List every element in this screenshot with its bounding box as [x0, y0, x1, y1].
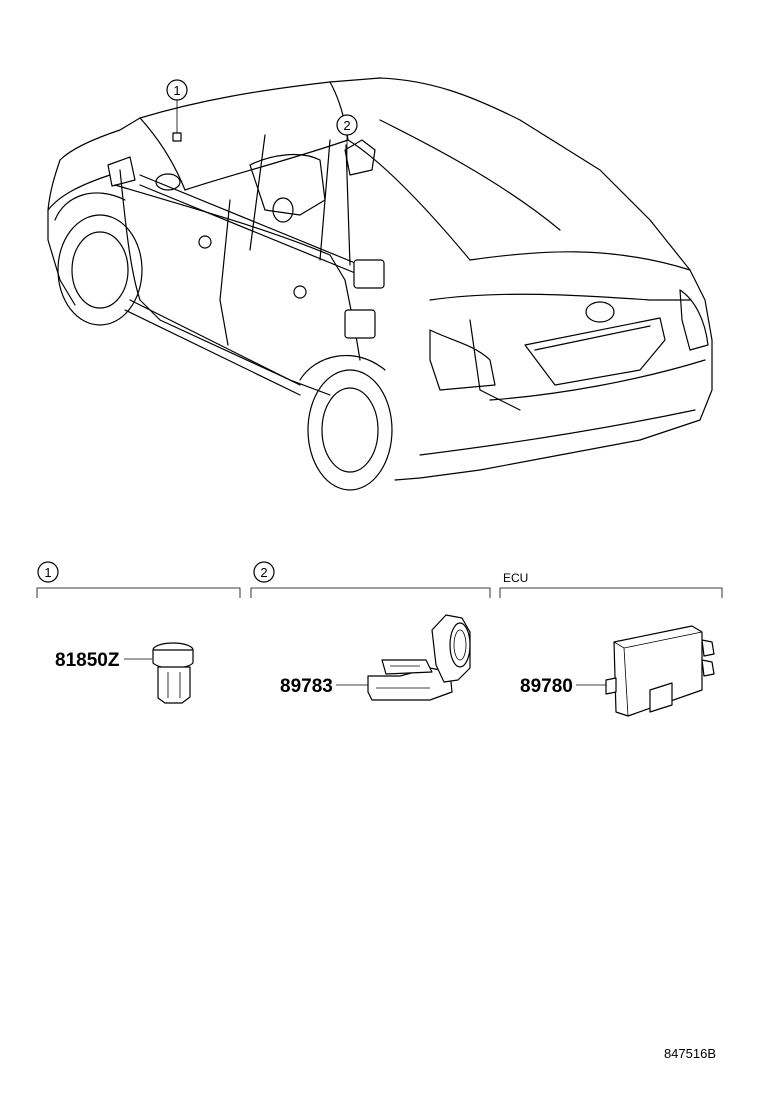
part-number-81850z: 81850Z	[55, 650, 120, 671]
ecu-module-icon	[605, 625, 715, 717]
ecu-label: ECU	[503, 571, 528, 585]
diagram-reference-code: 847516B	[664, 1046, 716, 1061]
group-1-header: 1	[36, 561, 241, 598]
part-81850z: 81850Z	[55, 642, 194, 704]
car-callout-2-label: 2	[343, 118, 350, 133]
car-callout-1-label: 1	[173, 83, 180, 98]
part-89780: 89780	[520, 625, 715, 717]
group-3-header: ECU	[499, 571, 723, 598]
sensor-connector-icon	[367, 614, 471, 701]
group-2-callout: 2	[260, 565, 267, 580]
car-illustration: 1 2	[47, 77, 713, 491]
car-callout-2: 2	[336, 114, 358, 172]
group-1-callout: 1	[44, 565, 51, 580]
group-2-header: 2	[250, 561, 491, 598]
bulb-socket-icon	[152, 642, 194, 704]
part-number-89780: 89780	[520, 676, 573, 697]
part-number-89783: 89783	[280, 676, 333, 697]
part-89783: 89783	[280, 614, 471, 701]
car-callout-1: 1	[166, 79, 188, 142]
